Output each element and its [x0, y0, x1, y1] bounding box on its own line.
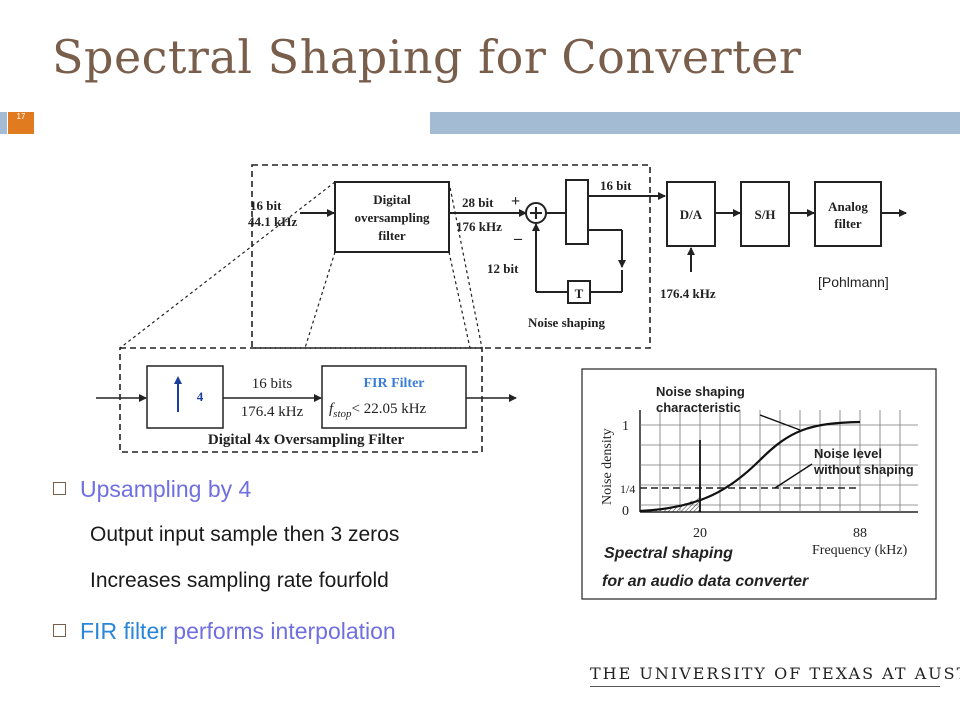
- slide-number: 17: [8, 112, 34, 134]
- da-block-label: D/A: [680, 207, 703, 222]
- bullet-upsampling: Upsampling by 4: [53, 476, 251, 503]
- plot-frame: [581, 368, 937, 600]
- detail-bits-label: 16 bits: [252, 376, 293, 392]
- noise-shaping-label: Noise shaping: [528, 315, 605, 330]
- plot-caption-1: Spectral shaping: [604, 545, 733, 562]
- mid-bits-label: 28 bit: [462, 195, 494, 210]
- bullet-fir: FIR filter performs interpolation: [53, 618, 396, 645]
- shaping-curve: [639, 420, 861, 513]
- upsample-factor: 4: [197, 389, 204, 404]
- university-footer: THE UNIVERSITY OF TEXAS AT AUSTIN: [590, 664, 960, 683]
- xtick-20: 20: [693, 526, 707, 541]
- analog-filter-block: [814, 181, 882, 247]
- ytick-quarter: 1/4: [620, 482, 635, 496]
- delay-block-label: T: [575, 286, 584, 301]
- detail-rate-label: 176.4 kHz: [241, 404, 304, 420]
- bullet-marker: [53, 624, 66, 638]
- fir-filter-block: [321, 365, 467, 429]
- oversampling-block-line2: oversampling: [354, 210, 430, 225]
- sub-bullet-2: Increases sampling rate fourfold: [90, 569, 389, 592]
- annotation-shaping-1: Noise shaping: [656, 384, 745, 399]
- footer-rule: [590, 686, 940, 687]
- input-bits-label: 16 bit: [250, 198, 282, 213]
- annotation-shaping-2: characteristic: [656, 400, 741, 415]
- output-bits-label: 16 bit: [600, 178, 632, 193]
- spectrum-plot: Noise density: [581, 368, 937, 600]
- oversampling-block-line3: filter: [378, 228, 406, 243]
- annotation-level-1: Noise level: [814, 446, 882, 461]
- hatched-region: [640, 497, 700, 512]
- da-clock-label: 176.4 kHz: [660, 286, 716, 301]
- plot-ylabel: Noise density: [600, 428, 615, 505]
- plot-xlabel: Frequency (kHz): [812, 543, 908, 558]
- ytick-1: 1: [622, 419, 629, 434]
- fstop-label: fstop< 22.05 kHz: [329, 401, 427, 420]
- bullet-upsampling-text: Upsampling by 4: [80, 476, 252, 502]
- slide-title: Spectral Shaping for Converter: [52, 30, 802, 84]
- sub-bullet-1: Output input sample then 3 zeros: [90, 523, 400, 546]
- xtick-88: 88: [853, 526, 867, 541]
- plot-caption-2: for an audio data converter: [602, 573, 809, 590]
- oversampling-filter-block: [334, 181, 450, 253]
- mid-rate-label: 176 kHz: [456, 219, 502, 234]
- zoom-lines: [119, 181, 483, 349]
- analog-block-line1: Analog: [828, 199, 868, 214]
- oversampling-block-line1: Digital: [373, 192, 411, 207]
- title-bar-left: [0, 112, 7, 134]
- quantizer-block: [565, 179, 589, 245]
- citation-label: [Pohlmann]: [818, 274, 889, 290]
- analog-block-line2: filter: [834, 216, 862, 231]
- fir-filter-title: FIR Filter: [363, 376, 424, 391]
- minus-sign: –: [513, 230, 523, 247]
- annotation-level-2: without shaping: [813, 462, 914, 477]
- bullet-marker: [53, 482, 66, 496]
- ytick-0: 0: [622, 504, 629, 519]
- bullet-fir-text-a: FIR filter: [80, 618, 167, 644]
- title-bar: [430, 112, 960, 134]
- bullet-fir-text-b: performs interpolation: [166, 618, 396, 644]
- sh-block-label: S/H: [755, 207, 776, 222]
- oversampling-diagram: 4 16 bits 176.4 kHz FIR Filter fstop< 22…: [96, 347, 517, 453]
- detail-dashed-frame: [119, 347, 483, 453]
- system-diagram: 16 bit 44.1 kHz Digital oversampling fil…: [248, 164, 907, 349]
- input-rate-label: 44.1 kHz: [248, 214, 297, 229]
- detail-caption: Digital 4x Oversampling Filter: [208, 432, 405, 448]
- upsampler-block: [146, 365, 224, 429]
- feedback-bits-label: 12 bit: [487, 261, 519, 276]
- plus-sign: +: [511, 193, 520, 210]
